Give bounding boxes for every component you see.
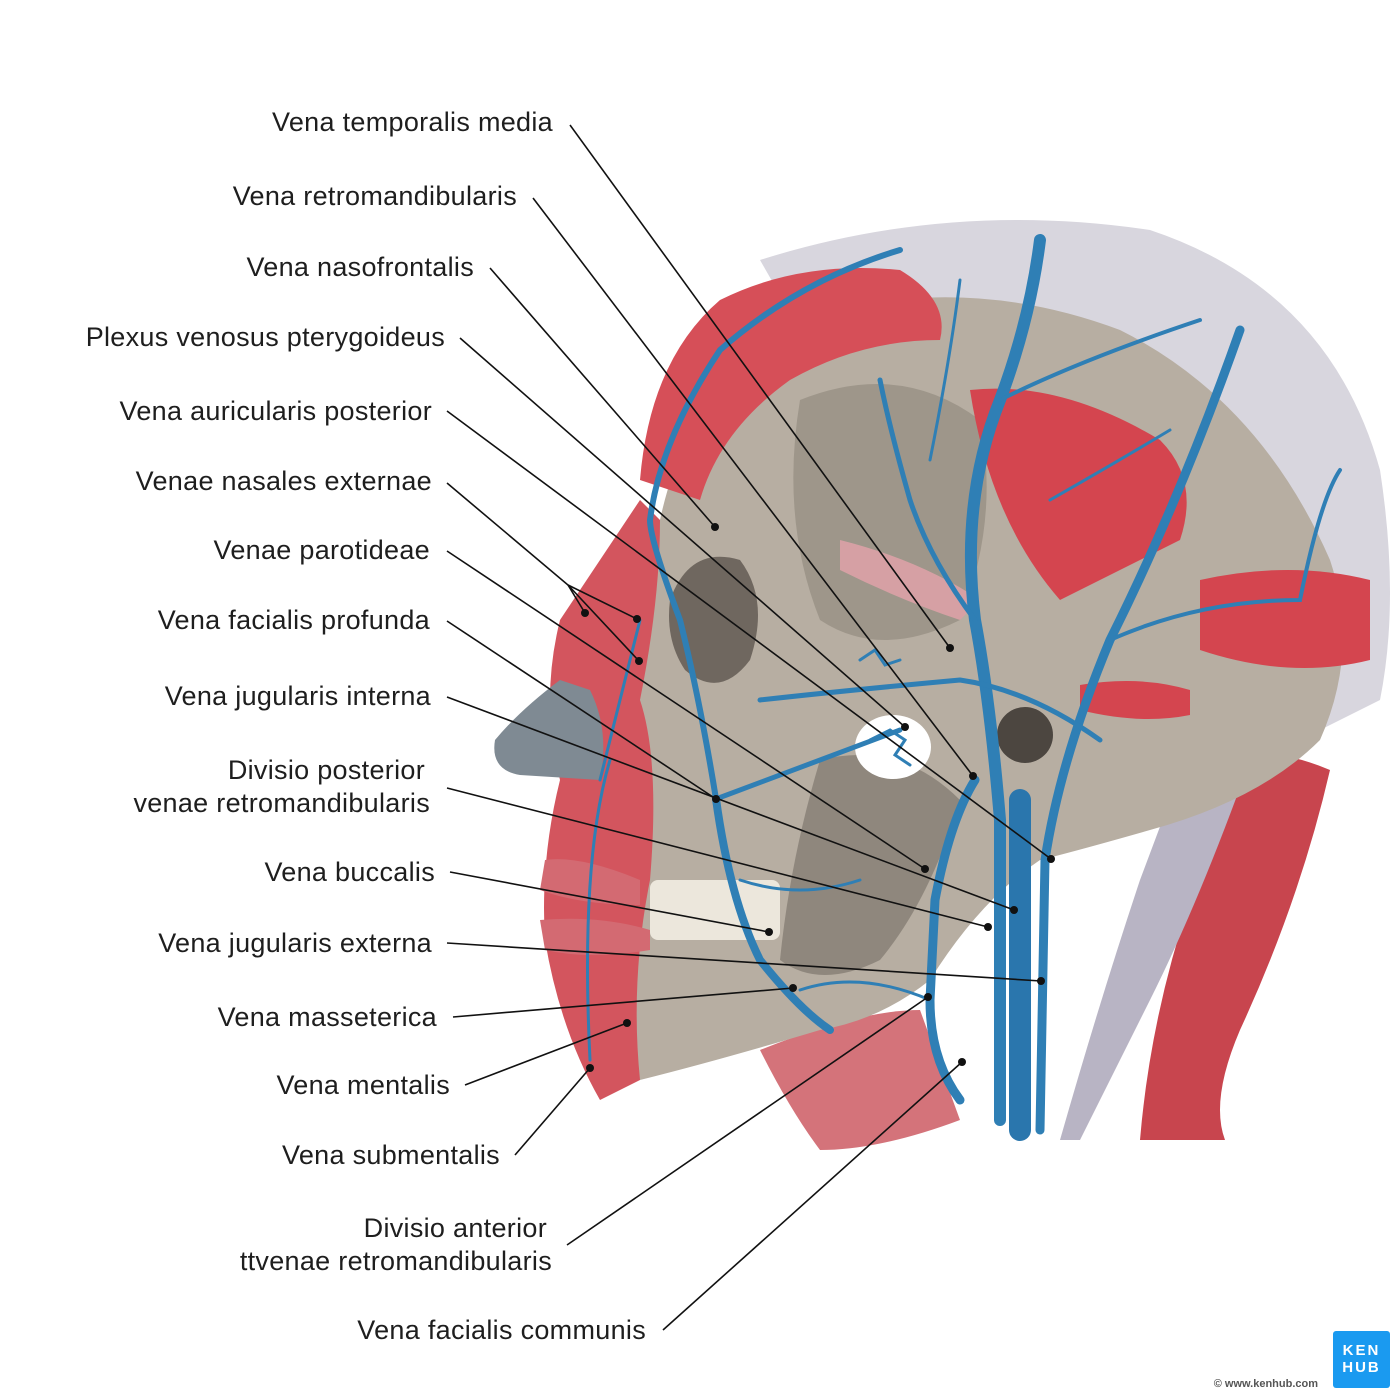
- label-vena-facialis-communis: Vena facialis communis: [357, 1315, 646, 1345]
- label-venae-parotideae: Venae parotideae: [213, 535, 430, 565]
- label-vena-submentalis: Vena submentalis: [282, 1140, 500, 1170]
- leader-line: [446, 696, 1015, 911]
- leader-line: [567, 584, 640, 662]
- label-vena-masseterica: Vena masseterica: [217, 1002, 437, 1032]
- mandible-shadow: [780, 755, 960, 975]
- label-vena-temporalis-media: Vena temporalis media: [272, 107, 553, 137]
- nose: [494, 680, 604, 780]
- leader-line: [569, 124, 951, 649]
- label-vena-retromandibularis: Vena retromandibularis: [232, 181, 517, 211]
- leader-line: [489, 267, 716, 528]
- leader-line: [567, 584, 638, 620]
- leader-line: [532, 197, 974, 777]
- label-vena-buccalis: Vena buccalis: [264, 857, 435, 887]
- label-divisio-anterior: Divisio anterior ttvenae retromandibular…: [240, 1212, 552, 1278]
- label-vena-facialis-profunda: Vena facialis profunda: [157, 605, 430, 635]
- auricular-muscle: [1080, 681, 1190, 719]
- leader-line: [446, 942, 1042, 982]
- orbit: [669, 556, 758, 683]
- label-venae-nasales-externae: Venae nasales externae: [135, 466, 432, 496]
- zygomaticus-muscle: [840, 540, 980, 620]
- label-divisio-posterior: Divisio posterior venae retromandibulari…: [133, 754, 430, 820]
- leader-line: [446, 410, 1052, 860]
- label-line: venae retromandibularis: [133, 788, 430, 818]
- logo-line: KEN: [1342, 1342, 1381, 1359]
- leader-line: [446, 787, 989, 928]
- label-vena-auricularis-posterior: Vena auricularis posterior: [119, 396, 432, 426]
- occipital-muscle: [1200, 570, 1370, 668]
- kenhub-logo: KEN HUB: [1333, 1331, 1390, 1388]
- logo-line: HUB: [1342, 1359, 1381, 1376]
- label-plexus-venosus-pterygoideus: Plexus venosus pterygoideus: [85, 322, 445, 352]
- leader-lines: [446, 124, 1052, 1331]
- leader-dots: [581, 523, 1055, 1072]
- leader-line: [449, 871, 770, 933]
- leader-line: [566, 996, 929, 1246]
- neck-muscle: [1140, 752, 1330, 1140]
- platysma: [760, 1010, 960, 1150]
- label-vena-jugularis-externa: Vena jugularis externa: [158, 928, 432, 958]
- pterygoid-opening: [855, 715, 931, 779]
- lower-lip: [540, 918, 650, 955]
- label-line: ttvenae retromandibularis: [239, 1246, 552, 1276]
- leader-line: [464, 1022, 628, 1086]
- external-ear-canal: [997, 707, 1053, 763]
- leader-line: [446, 620, 717, 800]
- leader-line: [446, 482, 586, 614]
- label-line: Divisio anterior: [363, 1213, 547, 1243]
- leader-line: [452, 987, 794, 1018]
- label-line: Divisio posterior: [227, 755, 425, 785]
- label-vena-nasofrontalis: Vena nasofrontalis: [246, 252, 474, 282]
- label-vena-mentalis: Vena mentalis: [276, 1070, 450, 1100]
- veins: [586, 234, 1342, 1141]
- neck-fascia: [1060, 752, 1250, 1140]
- leader-line: [459, 337, 906, 728]
- temporal-muscle: [970, 388, 1187, 600]
- leader-line: [662, 1061, 963, 1331]
- label-vena-jugularis-interna: Vena jugularis interna: [164, 681, 431, 711]
- leader-line: [446, 550, 926, 870]
- leader-line: [514, 1067, 591, 1156]
- copyright-text: © www.kenhub.com: [1213, 1378, 1318, 1390]
